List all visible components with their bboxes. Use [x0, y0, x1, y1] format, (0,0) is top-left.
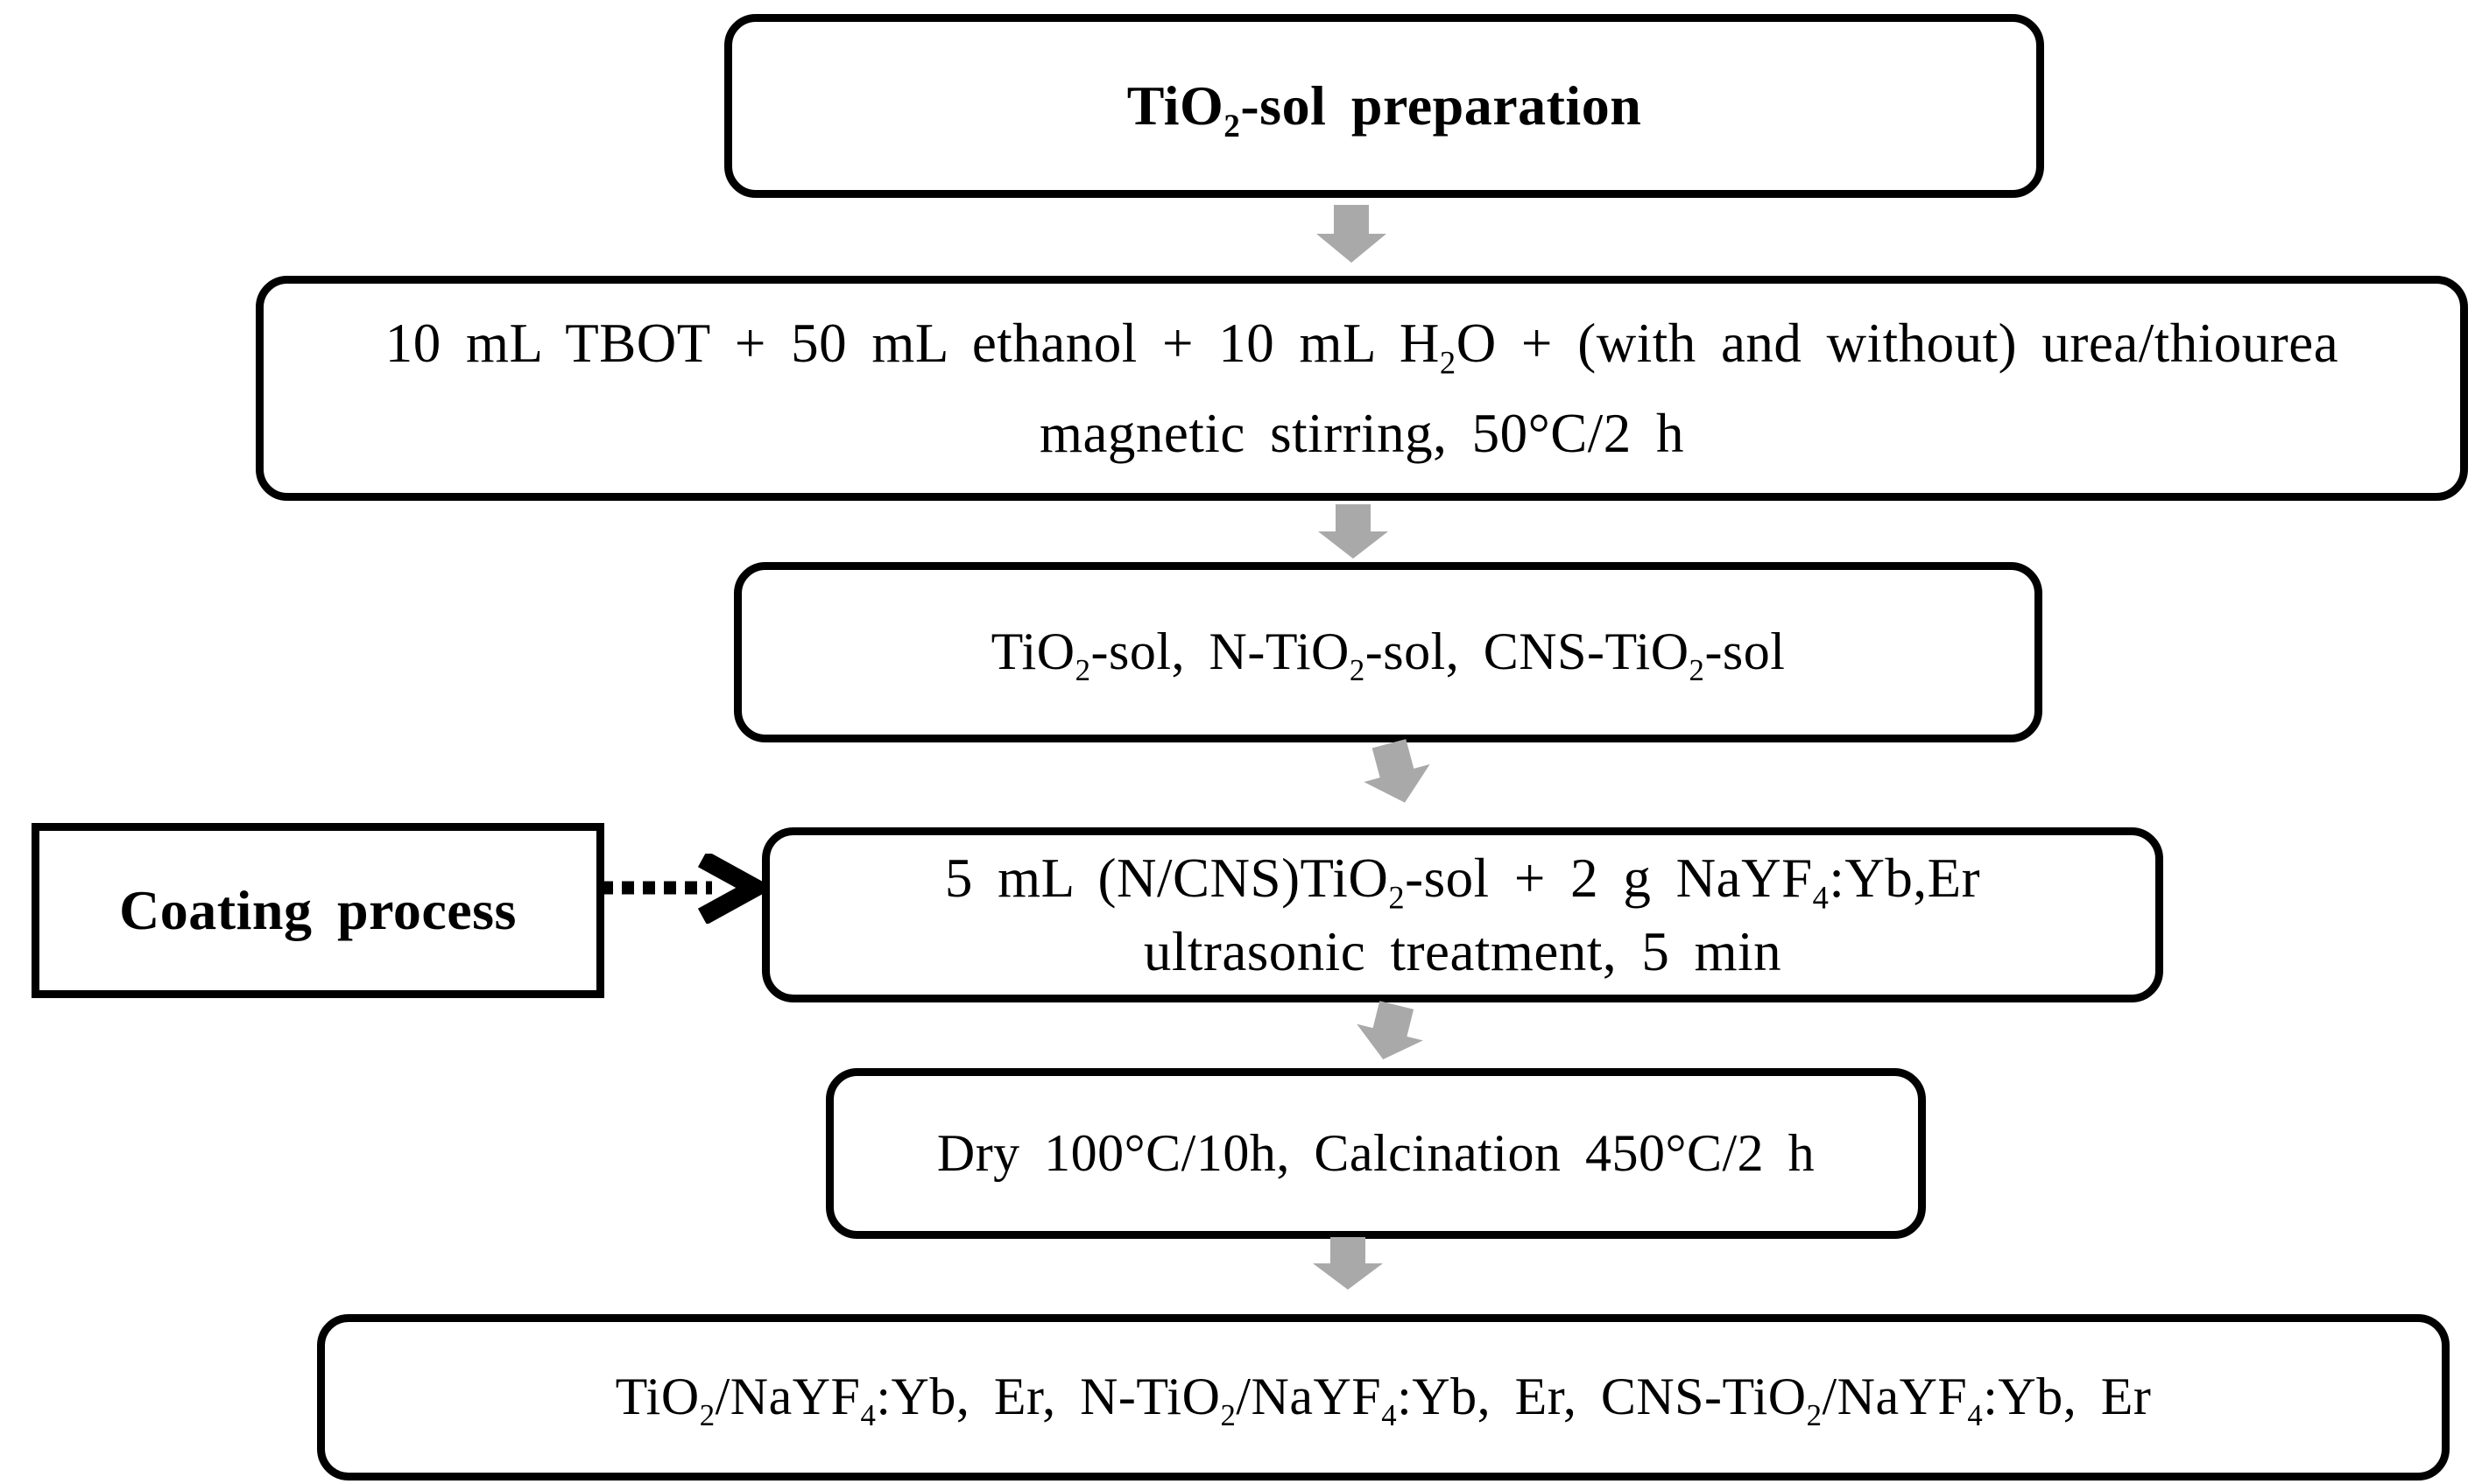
node-tio2-sol-preparation-label: TiO2-sol preparation	[1126, 74, 1642, 144]
node-tio2-sol-preparation: TiO2-sol preparation	[724, 14, 2044, 198]
node-dry-calcination-label: Dry 100°C/10h, Calcination 450°C/2 h	[936, 1123, 1816, 1182]
tilted-down-block-arrow-icon	[1364, 739, 1430, 803]
node-dry-calcination: Dry 100°C/10h, Calcination 450°C/2 h	[826, 1068, 1926, 1239]
down-block-arrow-icon	[1318, 504, 1388, 559]
node-precursor-mixing-line2: magnetic stirring, 50°C/2 h	[1039, 402, 1685, 464]
node-ultrasonic-mixing: 5 mL (N/CNS)TiO2-sol + 2 g NaYF4:Yb,Er u…	[762, 827, 2163, 1002]
node-sols-label: TiO2-sol, N-TiO2-sol, CNS-TiO2-sol	[991, 622, 1786, 688]
tilted-down-block-arrow-icon	[1357, 1001, 1423, 1060]
down-block-arrow-icon	[1313, 1237, 1383, 1290]
node-coating-process: Coating process	[32, 823, 604, 998]
down-block-arrow-icon	[1316, 205, 1386, 263]
node-precursor-mixing-line1: 10 mL TBOT + 50 mL ethanol + 10 mL H2O +…	[384, 312, 2339, 381]
node-precursor-mixing: 10 mL TBOT + 50 mL ethanol + 10 mL H2O +…	[256, 276, 2468, 501]
node-sols: TiO2-sol, N-TiO2-sol, CNS-TiO2-sol	[734, 562, 2042, 742]
node-coating-process-label: Coating process	[119, 879, 517, 942]
node-products-label: TiO2/NaYF4:Yb, Er, N-TiO2/NaYF4:Yb, Er, …	[615, 1368, 2152, 1433]
node-products: TiO2/NaYF4:Yb, Er, N-TiO2/NaYF4:Yb, Er, …	[317, 1314, 2450, 1480]
node-ultrasonic-mixing-line1: 5 mL (N/CNS)TiO2-sol + 2 g NaYF4:Yb,Er	[944, 847, 1981, 916]
node-ultrasonic-mixing-line2: ultrasonic treatment, 5 min	[1143, 920, 1782, 982]
dotted-right-arrow-icon	[601, 854, 769, 924]
